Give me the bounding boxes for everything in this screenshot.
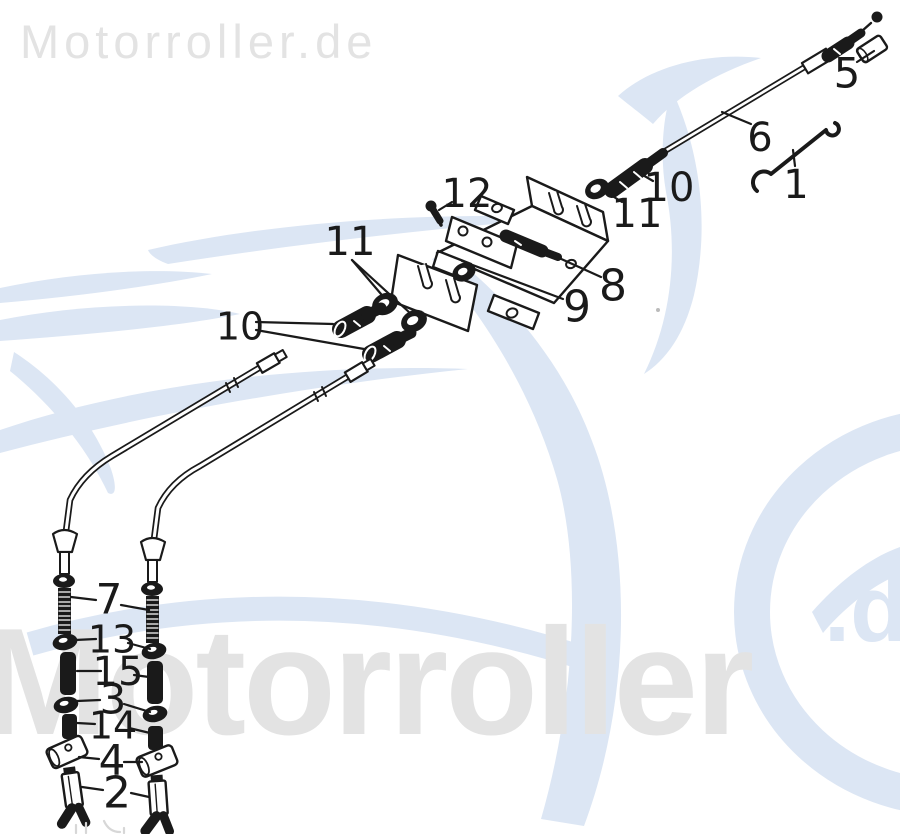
- callout-1: 1: [783, 162, 808, 208]
- callout-leader-1: [791, 148, 797, 168]
- spacer-14: [148, 726, 163, 750]
- callout-2: 2: [103, 767, 131, 818]
- adjuster-rod: [59, 551, 70, 575]
- left-control-cable-drawing: [45, 349, 288, 829]
- barrel-4: [45, 734, 89, 770]
- callout-leader-2: [80, 785, 105, 792]
- callout-12: 12: [442, 171, 493, 217]
- locknut-13: [52, 633, 78, 651]
- callout-leader-2: [129, 791, 151, 799]
- callout-10-right: 10: [644, 165, 695, 211]
- watermark-swoosh: [0, 271, 212, 303]
- bracket-hole: [505, 307, 519, 319]
- spacer-14: [62, 714, 77, 739]
- callout-6: 6: [747, 115, 772, 161]
- callout-leader-13: [126, 641, 152, 651]
- clamp-hole: [481, 236, 493, 248]
- callout-15: 15: [93, 649, 144, 695]
- bottom-logo-suffix: .de: [824, 556, 900, 661]
- bracket-slot: [417, 263, 433, 290]
- callout-leader-10-right: [634, 169, 655, 183]
- callout-leader-4: [77, 755, 101, 761]
- callout-leader-8: [513, 236, 603, 279]
- retainer-wire-drawing: [751, 121, 841, 193]
- callout-leader-11-left: [350, 258, 412, 315]
- callout-leader-11-right: [604, 190, 624, 204]
- callout-13: 13: [88, 617, 136, 661]
- bracket-slot: [445, 277, 461, 304]
- callout-10-left: 10: [216, 304, 264, 348]
- cable-bell-flange: [51, 528, 79, 554]
- callout-11-left: 11: [325, 219, 376, 265]
- callout-leader-12: [437, 200, 454, 212]
- adjuster-nut: [141, 582, 163, 596]
- bolts-left-drawing: [332, 302, 417, 363]
- adjuster-nut: [53, 574, 75, 588]
- callout-7: 7: [96, 575, 123, 624]
- callout-11-right: 11: [612, 191, 663, 237]
- cable-tip-fitting: [343, 357, 376, 383]
- callout-leader-5: [855, 49, 876, 64]
- cable-end-cap-drawing: [855, 34, 889, 64]
- callout-14: 14: [89, 703, 137, 747]
- callout-leader-15: [132, 673, 151, 679]
- barrel-4: [135, 744, 179, 778]
- callout-leader-3: [75, 698, 102, 703]
- bracket-slot: [576, 203, 592, 228]
- cable-tip-fitting: [255, 349, 288, 374]
- callout-leader-10-left: [254, 328, 366, 351]
- nut-3: [142, 705, 168, 723]
- callout-8: 8: [599, 260, 627, 311]
- watermark-swoosh: [0, 305, 240, 341]
- watermark-wheel-arc: [26, 596, 594, 672]
- sleeve-15: [147, 661, 163, 704]
- watermark-swoosh: [812, 547, 900, 633]
- top-logo: Motorroller.de: [20, 15, 378, 68]
- bracket-hole: [491, 202, 503, 214]
- watermark-ribbon: [644, 90, 702, 374]
- watermark-wheel-arc: [734, 413, 900, 811]
- callout-leader-14: [75, 721, 97, 726]
- callout-leader-6: [720, 110, 753, 126]
- clevis-2: [140, 774, 174, 834]
- right-control-cable-drawing: [135, 357, 376, 834]
- cable-nipple: [871, 11, 883, 23]
- callout-leader-7: [119, 603, 151, 612]
- cable-bell-flange: [139, 536, 167, 562]
- callout-5: 5: [834, 49, 861, 98]
- scan-speck: [656, 308, 660, 312]
- callout-leader-3: [122, 702, 152, 714]
- clamp-hole: [457, 225, 469, 237]
- callout-leader-13: [73, 637, 98, 642]
- callout-leader-9: [460, 259, 565, 301]
- callout-9: 9: [563, 281, 591, 332]
- screw-drawing: [425, 200, 444, 227]
- watermark-swoosh: [10, 352, 115, 494]
- adjuster-rod: [147, 559, 158, 583]
- nut-3: [53, 696, 79, 714]
- bottom-logo-large: Motorroller: [0, 597, 754, 767]
- callout-leader-7: [69, 595, 98, 602]
- clamp-washer: [452, 262, 476, 282]
- cable-adjuster-fitting: [604, 148, 668, 198]
- sleeve-15: [60, 652, 76, 695]
- upper-cable-drawing: [604, 11, 883, 198]
- callout-leader-14: [127, 726, 152, 735]
- bracket-slot: [548, 190, 564, 216]
- locknut-13: [141, 642, 167, 660]
- washer-right-drawing: [585, 178, 609, 200]
- callout-4: 4: [99, 736, 126, 785]
- clevis-2: [56, 766, 91, 829]
- bracket-assembly-drawing: [389, 175, 610, 333]
- watermark-swoosh: [618, 56, 761, 125]
- watermark-ribbon: [432, 253, 622, 826]
- bottom-edge-artifact: [74, 819, 126, 834]
- callout-leader-10-left: [254, 320, 335, 326]
- callout-3: 3: [100, 675, 127, 724]
